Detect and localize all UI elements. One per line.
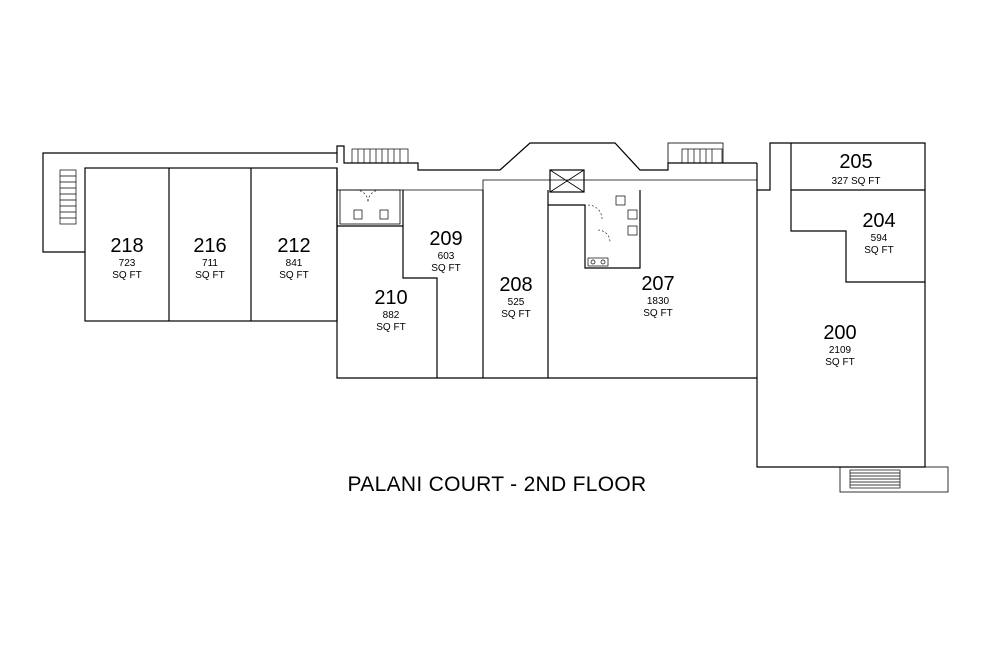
unit-216-size: 711 [202,258,218,269]
unit-218: 218 723 SQ FT [110,235,143,281]
unit-207-number: 207 [641,273,674,295]
unit-205: 205 327 SQ FT [832,151,881,187]
central-stairs-east [667,142,724,164]
unit-208: 208 525 SQ FT [499,274,532,320]
unit-204: 204 594 SQ FT [862,210,895,256]
unit-204-unit: SQ FT [864,245,893,256]
restroom-central [587,195,638,267]
unit-218-size: 723 [119,258,136,269]
unit-208-unit: SQ FT [501,309,530,320]
unit-212-number: 212 [277,235,310,257]
unit-209-number: 209 [429,228,462,250]
plan-title: PALANI COURT - 2ND FLOOR [348,473,647,496]
unit-210-number: 210 [374,287,407,309]
unit-205-size: 327 SQ FT [832,176,881,187]
unit-200: 200 2109 SQ FT [823,322,856,368]
unit-209-unit: SQ FT [431,263,460,274]
elevator [549,169,585,193]
unit-204-size: 594 [871,233,888,244]
central-stairs-west [351,148,409,164]
unit-212-unit: SQ FT [279,270,308,281]
unit-205-number: 205 [839,151,872,173]
unit-210-unit: SQ FT [376,322,405,333]
unit-218-number: 218 [110,235,143,257]
unit-212: 212 841 SQ FT [277,235,310,281]
unit-207: 207 1830 SQ FT [641,273,674,319]
central-section [336,142,757,379]
unit-218-unit: SQ FT [112,270,141,281]
east-stairs [839,466,949,493]
unit-209-size: 603 [438,251,455,262]
unit-208-number: 208 [499,274,532,296]
unit-216-unit: SQ FT [195,270,224,281]
east-wing [756,142,926,468]
unit-212-size: 841 [286,258,303,269]
unit-207-unit: SQ FT [643,308,672,319]
unit-210-size: 882 [383,310,400,321]
unit-200-number: 200 [823,322,856,344]
restroom-west [339,189,401,225]
unit-200-size: 2109 [829,345,852,356]
unit-216-number: 216 [193,235,226,257]
west-stairs [59,169,77,225]
unit-208-size: 525 [508,297,525,308]
unit-216: 216 711 SQ FT [193,235,226,281]
unit-200-unit: SQ FT [825,357,854,368]
unit-204-number: 204 [862,210,895,232]
unit-210: 210 882 SQ FT [374,287,407,333]
unit-209: 209 603 SQ FT [429,228,462,274]
unit-207-size: 1830 [647,296,670,307]
